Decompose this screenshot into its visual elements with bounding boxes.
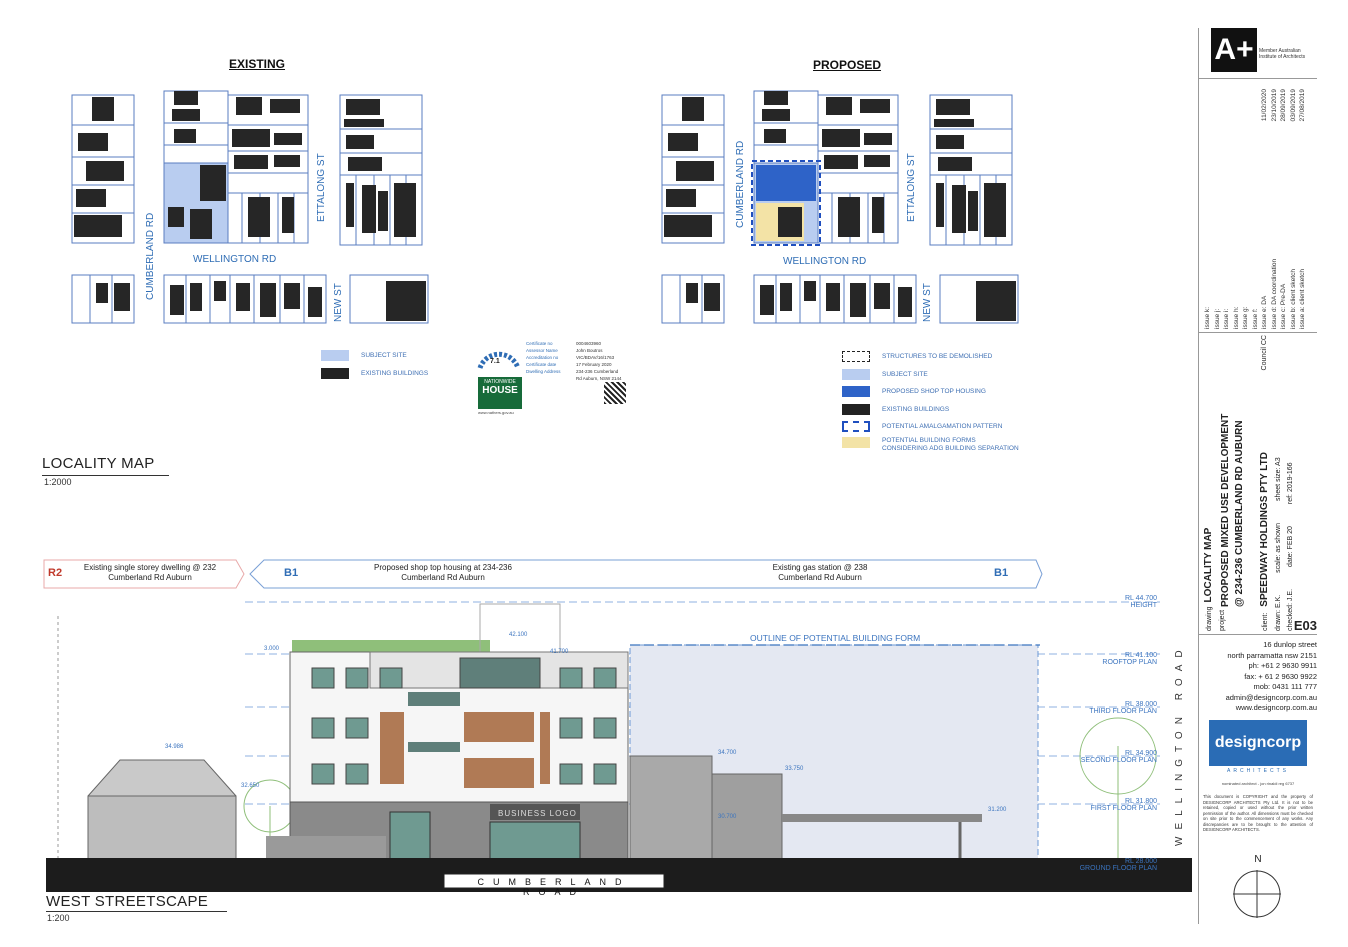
locality-scale: 1:2000 xyxy=(44,477,72,487)
designcorp-logo: designcorp xyxy=(1209,720,1307,766)
spot-level-e: 32.650 xyxy=(241,783,260,789)
road-label-wellington: WELLINGTON RD xyxy=(193,254,277,265)
west-streetscape-elevation xyxy=(46,601,1192,892)
spot-level-d: 34.986 xyxy=(165,744,184,750)
legend-swatch xyxy=(842,437,870,448)
nominated-architect: nominated architect - jon rinaldi reg 67… xyxy=(1221,781,1295,786)
legend-swatch xyxy=(842,369,870,380)
streetscape-label: WEST STREETSCAPE xyxy=(46,893,209,910)
proposed-legend-building-forms: POTENTIAL BUILDING FORMS CONSIDERING ADG… xyxy=(842,437,1022,453)
spot-level-c: 3.000 xyxy=(264,646,280,652)
zone-code-b1-gas: B1 xyxy=(994,567,1009,579)
cumberland-road-label: CUMBERLAND ROAD xyxy=(477,877,631,897)
spot-level-i: 31.200 xyxy=(988,807,1007,813)
spot-level-g: 33.750 xyxy=(785,766,804,772)
road-label-ettalong-proposed: ETTALONG ST xyxy=(906,153,917,222)
locality-map-label: LOCALITY MAP xyxy=(42,455,155,472)
north-arrow-icon xyxy=(1233,870,1281,918)
road-label-new-st-proposed: NEW ST xyxy=(922,283,933,322)
proposed-legend-buildings: EXISTING BUILDINGS xyxy=(842,404,949,415)
road-label-ettalong: ETTALONG ST xyxy=(316,153,327,222)
proposed-title: PROPOSED xyxy=(813,58,882,72)
existing-title: EXISTING xyxy=(229,57,286,71)
zone-code-r2: R2 xyxy=(48,567,63,579)
road-label-new-st: NEW ST xyxy=(333,283,344,322)
nationwide-house-badge: NATIONWIDE HOUSE xyxy=(478,377,522,409)
proposed-legend-demolished: STRUCTURES TO BE DEMOLISHED xyxy=(842,351,992,362)
road-label-cumberland-proposed: CUMBERLAND RD xyxy=(735,140,746,228)
spot-level-h: 30.700 xyxy=(718,814,737,820)
sheet-number: E03 xyxy=(1293,618,1317,633)
streetscape-underline xyxy=(46,911,227,912)
issues-list: issue k: issue j: issue i: issue h: issu… xyxy=(1204,89,1306,329)
north-label: N xyxy=(1254,854,1262,865)
firm-address: 16 dunlop street north parramatta nsw 21… xyxy=(1225,640,1317,712)
existing-legend-subject-site: SUBJECT SITE xyxy=(321,350,407,361)
aia-caption: Member Australian Institute of Architect… xyxy=(1259,48,1306,60)
legend-swatch xyxy=(842,421,870,432)
copyright-notice: This document is COPYRIGHT and the prope… xyxy=(1203,794,1313,832)
spot-level-f: 34.700 xyxy=(718,750,737,756)
legend-swatch xyxy=(321,350,349,361)
legend-swatch xyxy=(842,351,870,362)
zone-text-r2: Existing single storey dwelling @ 232 Cu… xyxy=(83,563,217,582)
title-block: A+ Member Australian Institute of Archit… xyxy=(1198,28,1317,924)
locality-underline xyxy=(42,475,169,476)
zone-text-subject: Proposed shop top housing at 234-236 Cum… xyxy=(374,563,512,582)
outline-potential-form-label: OUTLINE OF POTENTIAL BUILDING FORM xyxy=(750,633,921,643)
spot-level-a: 42.100 xyxy=(509,632,528,638)
legend-swatch xyxy=(842,404,870,415)
streetscape-scale: 1:200 xyxy=(47,913,70,923)
existing-site-map xyxy=(71,90,429,324)
star-rating-value: 7.1 xyxy=(490,358,500,365)
zone-code-b1-subject: B1 xyxy=(284,567,299,579)
proposed-legend-shop-top: PROPOSED SHOP TOP HOUSING xyxy=(842,386,986,397)
business-logo-sign: BUSINESS LOGO xyxy=(498,809,577,818)
spot-level-b: 41.700 xyxy=(550,649,569,655)
zone-banners xyxy=(43,559,1043,589)
proposed-legend-amalgamation: POTENTIAL AMALGAMATION PATTERN xyxy=(842,421,1002,432)
legend-swatch xyxy=(842,386,870,397)
designcorp-sub: ARCHITECTS xyxy=(1227,768,1289,774)
proposed-site-map xyxy=(661,90,1019,324)
proposed-legend-subject-site: SUBJECT SITE xyxy=(842,369,928,380)
nathers-web: www.nathers.gov.au xyxy=(478,410,514,415)
aia-logo: A+ xyxy=(1211,28,1257,72)
legend-swatch xyxy=(321,368,349,379)
zone-text-gas-station: Existing gas station @ 238 Cumberland Rd… xyxy=(772,563,868,582)
road-label-cumberland: CUMBERLAND RD xyxy=(145,212,156,300)
qr-code-icon xyxy=(604,382,626,404)
nathers-certificate: 7.1 NATIONWIDE HOUSE www.nathers.gov.au … xyxy=(476,340,628,416)
existing-legend-buildings: EXISTING BUILDINGS xyxy=(321,368,428,379)
wellington-road-label: WELLINGTON ROAD xyxy=(1174,643,1185,846)
star-rating-icon xyxy=(477,351,521,369)
road-label-wellington-proposed: WELLINGTON RD xyxy=(783,256,867,267)
issues-table: issue k: issue j: issue i: issue h: issu… xyxy=(1199,78,1317,333)
